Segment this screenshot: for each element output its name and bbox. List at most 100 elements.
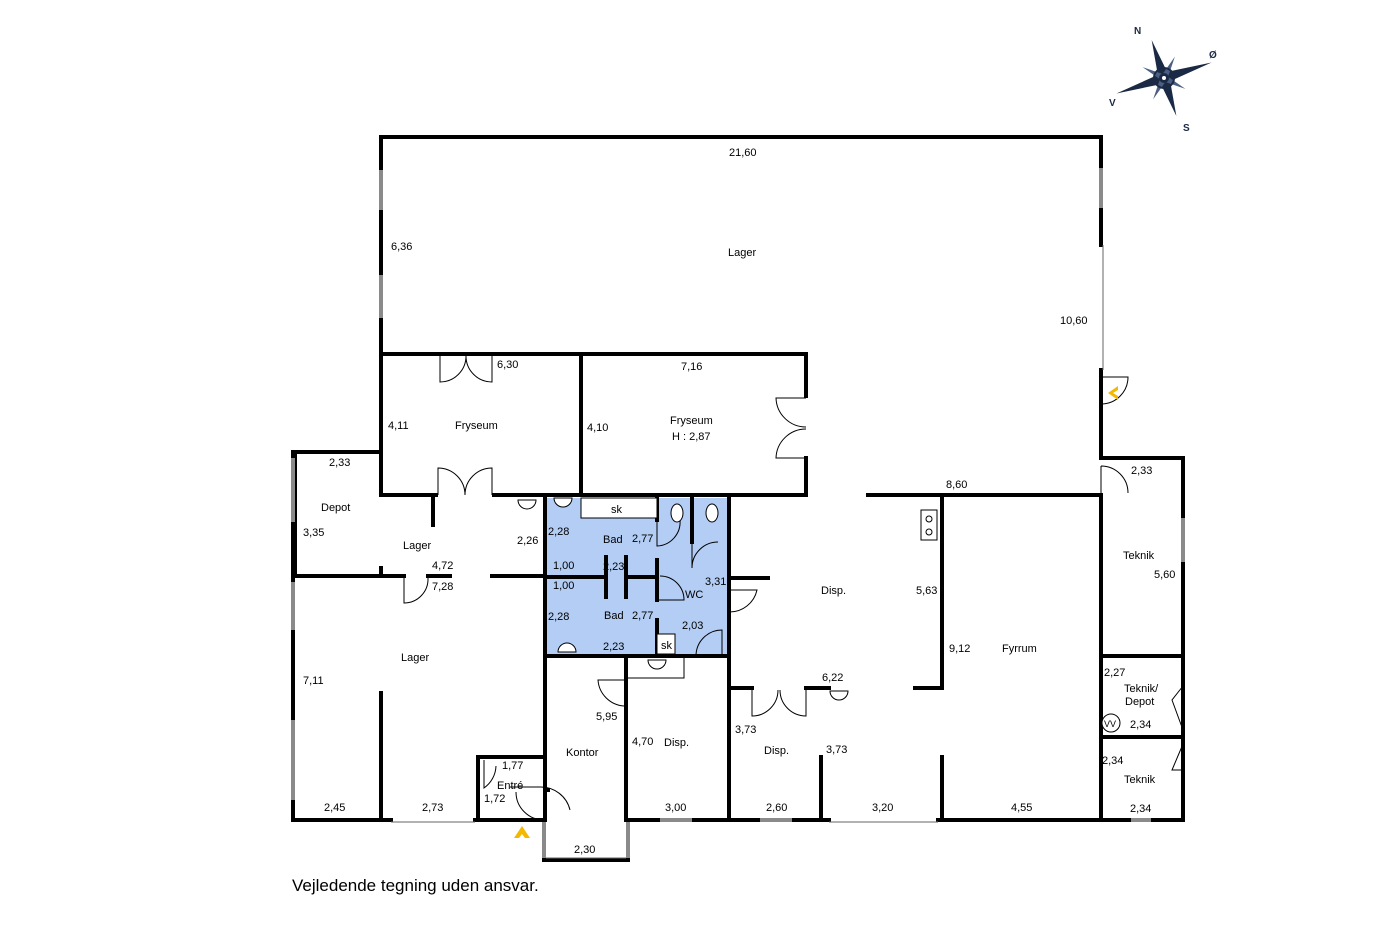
dim-label: 2,28 (548, 526, 569, 538)
dim-label: 21,60 (729, 147, 757, 159)
thin-lines (391, 245, 1104, 859)
dim-label: 6,30 (497, 359, 518, 371)
room-fryseum-right-height: H : 2,87 (672, 431, 711, 443)
washbasin-icon (517, 499, 537, 510)
room-teknik-depot-1: Teknik/ (1124, 683, 1159, 695)
dim-label: 2,27 (1104, 667, 1125, 679)
dim-label: 4,70 (632, 736, 653, 748)
wall-left-rooms (291, 450, 547, 822)
dim-label: 2,33 (329, 457, 350, 469)
dim-label: 2,77 (632, 533, 653, 545)
dim-label: 5,95 (596, 711, 617, 723)
compass-n: N (1134, 26, 1141, 37)
compass-point (1162, 56, 1175, 78)
room-fryseum-left: Fryseum (455, 420, 498, 432)
door-lager-mid (403, 576, 429, 604)
room-entre: Entré (497, 780, 523, 792)
door-fryseum-right (775, 397, 807, 459)
door-entre-inner (483, 760, 497, 789)
wall-disp (730, 493, 1185, 822)
compass-s: S (1183, 123, 1190, 134)
dim-label: 2,73 (422, 802, 443, 814)
compass-rose-icon (1116, 39, 1212, 117)
compass-w: V (1109, 98, 1116, 109)
bad-bottom-fill (545, 577, 657, 656)
kitchen-sink (920, 509, 938, 541)
wall-freezers (379, 352, 1103, 497)
toilet-icon (705, 503, 719, 523)
entry-arrows (514, 386, 1118, 838)
sink-icon (925, 528, 933, 536)
room-bad-bottom: Bad (604, 610, 624, 622)
dim-label: 3,73 (735, 724, 756, 736)
compass-e: Ø (1209, 50, 1217, 61)
room-fryseum-right: Fryseum (670, 415, 713, 427)
room-lager-main: Lager (728, 247, 756, 259)
dim-label: 7,11 (303, 675, 324, 687)
door-teknik-bottom (1171, 743, 1184, 771)
dim-label: 3,00 (665, 802, 686, 814)
room-lager-left: Lager (401, 652, 429, 664)
door-entre (510, 786, 571, 821)
dim-label: 1,00 (553, 560, 574, 572)
door-bad-top (656, 519, 681, 547)
door-wc (728, 589, 758, 613)
door-teknik-top (1100, 465, 1129, 494)
dim-label: 2,45 (324, 802, 345, 814)
room-disp-lower: Disp. (764, 745, 789, 757)
compass-point (1153, 78, 1166, 100)
dim-label: 2,77 (632, 610, 653, 622)
dim-label: 2,34 (1130, 803, 1151, 815)
room-bad-top: Bad (603, 534, 623, 546)
room-teknik-depot-2: Depot (1125, 696, 1154, 708)
washbasin-icon (647, 659, 667, 670)
room-labels: Lager Fryseum Fryseum H : 2,87 Depot Lag… (321, 247, 1159, 792)
dim-label: 3,20 (872, 802, 893, 814)
door-kontor (597, 679, 626, 707)
dim-label: 2,33 (1131, 465, 1152, 477)
counter-kontor (625, 655, 685, 679)
dim-label: 10,60 (1060, 315, 1088, 327)
washbasin-icon (829, 690, 849, 701)
room-wc: WC (685, 589, 703, 601)
compass-point (1142, 67, 1164, 80)
dim-label: 1,00 (553, 580, 574, 592)
doors (403, 354, 1184, 821)
door-disp-lower (751, 688, 807, 717)
dim-label: 4,11 (388, 420, 409, 432)
compass-point (1116, 74, 1164, 94)
windows (291, 168, 1185, 858)
sink-icon (925, 515, 933, 523)
dim-label: 2,30 (574, 844, 595, 856)
room-lager-mid: Lager (403, 540, 431, 552)
dim-label: 2,23 (603, 561, 624, 573)
washbasin-icon (557, 642, 577, 653)
dim-label: 7,16 (681, 361, 702, 373)
dim-label: 3,31 (705, 576, 726, 588)
toilet-icon (670, 503, 684, 523)
compass-ring (1153, 67, 1175, 89)
room-sk-top: sk (611, 504, 623, 516)
dim-label: 7,28 (432, 581, 453, 593)
room-teknik-bottom: Teknik (1124, 774, 1156, 786)
dim-label: 6,22 (822, 672, 843, 684)
room-disp-kontor: Disp. (664, 737, 689, 749)
washbasin-icon (553, 497, 573, 508)
room-fyrrum: Fyrrum (1002, 643, 1037, 655)
dim-label: 9,12 (949, 643, 970, 655)
dim-label: 2,60 (766, 802, 787, 814)
room-teknik-top: Teknik (1123, 550, 1155, 562)
door-fryseum-left-bottom (437, 467, 493, 496)
room-kontor: Kontor (566, 747, 599, 759)
dim-label: 2,26 (517, 535, 538, 547)
compass-point (1164, 62, 1212, 82)
wall-main-outer (291, 135, 1185, 862)
room-depot: Depot (321, 502, 350, 514)
room-sk-bottom: sk (661, 640, 673, 652)
dim-label: 3,35 (303, 527, 324, 539)
dim-label: 6,36 (391, 241, 412, 253)
dim-label: 4,55 (1011, 802, 1032, 814)
dim-label: 8,60 (946, 479, 967, 491)
sk-top-box (580, 497, 658, 519)
